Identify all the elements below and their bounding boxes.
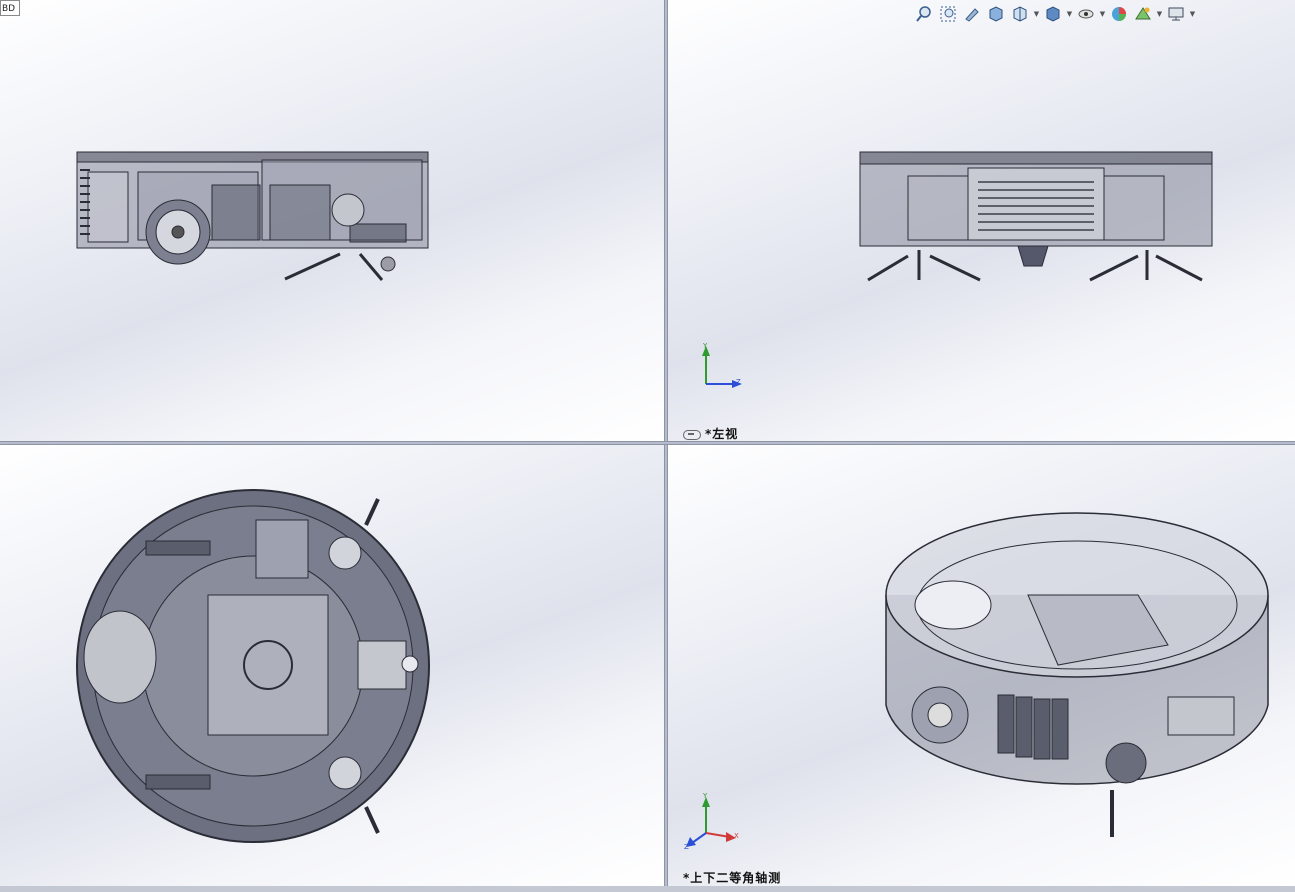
viewport-splitter-horizontal[interactable] — [0, 441, 1295, 445]
zoom-area-icon[interactable] — [936, 3, 960, 25]
zoom-to-fit-icon[interactable] — [912, 3, 936, 25]
display-style-dropdown-icon[interactable]: ▼ — [1066, 10, 1073, 18]
view-orientation-icon[interactable] — [1008, 3, 1032, 25]
hide-show-icon[interactable] — [1074, 3, 1098, 25]
robot-front-view — [76, 151, 429, 281]
view-settings-dropdown-icon[interactable]: ▼ — [1189, 10, 1196, 18]
triad-y-label-dimetric: Y — [703, 792, 708, 800]
view-label-dimetric: *上下二等角轴测 — [683, 871, 782, 885]
link-views-icon[interactable] — [683, 429, 701, 440]
triad-dimetric — [686, 797, 736, 847]
view-label-left: *左视 — [683, 425, 738, 441]
viewport-dimetric[interactable]: Y X Z *上下二等角轴测 — [668, 445, 1295, 886]
previous-view-icon[interactable] — [960, 3, 984, 25]
triad-x-label-dimetric: X — [734, 832, 739, 840]
section-view-icon[interactable] — [984, 3, 1008, 25]
heads-up-view-toolbar: ▼ ▼ ▼ ▼ ▼ — [912, 3, 1197, 25]
edit-appearance-icon[interactable] — [1107, 3, 1131, 25]
view-label-left-text: *左视 — [705, 427, 739, 441]
triad-left — [702, 346, 742, 388]
viewport-splitter-vertical[interactable] — [664, 0, 668, 892]
hide-show-dropdown-icon[interactable]: ▼ — [1099, 10, 1106, 18]
triad-z-label-dimetric: Z — [684, 843, 689, 851]
robot-left-view — [702, 151, 1213, 388]
apply-scene-dropdown-icon[interactable]: ▼ — [1156, 10, 1163, 18]
robot-top-view — [76, 489, 430, 843]
triad-z-label: Z — [736, 378, 741, 386]
display-style-icon[interactable] — [1041, 3, 1065, 25]
robot-dimetric-view — [686, 512, 1269, 847]
bottom-edge — [0, 886, 1295, 892]
corner-badge: BD — [0, 0, 20, 16]
viewport-left[interactable]: Y Z *左视 — [668, 0, 1295, 441]
triad-y-label: Y — [703, 342, 708, 350]
apply-scene-icon[interactable] — [1131, 3, 1155, 25]
viewport-front[interactable]: BD — [0, 0, 664, 441]
viewport-top[interactable] — [0, 445, 664, 886]
view-settings-icon[interactable] — [1164, 3, 1188, 25]
view-orientation-dropdown-icon[interactable]: ▼ — [1033, 10, 1040, 18]
